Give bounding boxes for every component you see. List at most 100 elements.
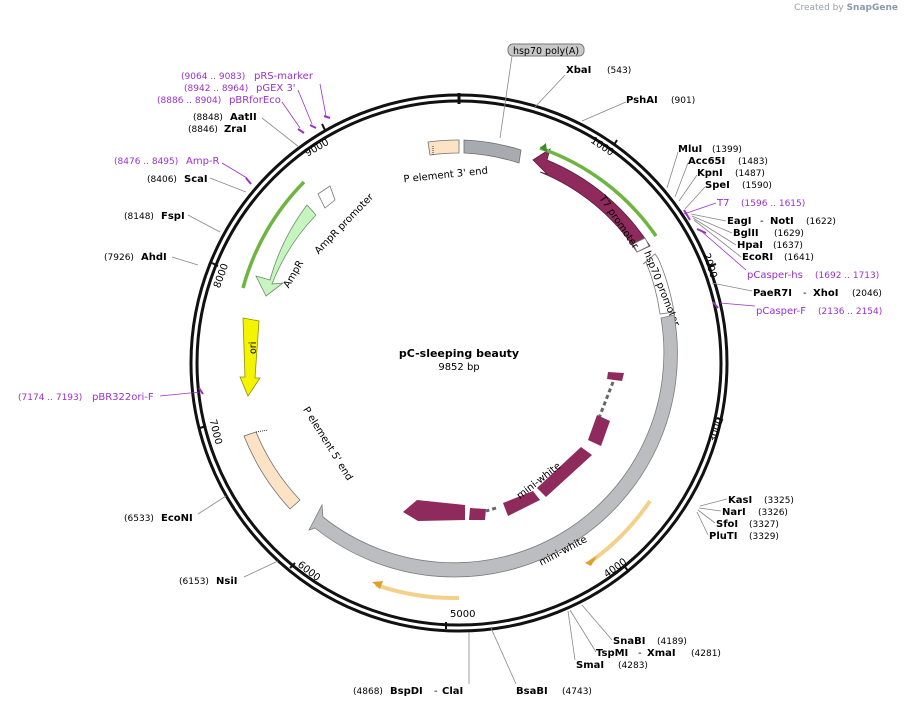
- site-nari[interactable]: NarI (3326): [698, 507, 788, 518]
- site-pos-zrai: (8846): [188, 125, 218, 135]
- site-pos-kasi: (3325): [764, 496, 794, 506]
- feature-orange-arc-2-head: [372, 581, 383, 589]
- feature-ampr-promoter-arrow[interactable]: [317, 185, 336, 209]
- site-name-ahdi: AhdI: [141, 252, 167, 263]
- primer-name-pcasper-hs: pCasper-hs: [747, 270, 803, 281]
- site-kasi[interactable]: KasI (3325): [699, 495, 794, 507]
- site-hpai[interactable]: HpaI (1637): [692, 217, 803, 251]
- tick-1000: 1000: [588, 135, 618, 159]
- site-name-spei: SpeI: [705, 180, 730, 191]
- site-ahdi[interactable]: (7926) AhdI: [104, 252, 199, 266]
- tick-label-3000: 3000: [708, 417, 726, 445]
- primer-prs-marker[interactable]: (9064 .. 9083) pRS-marker: [181, 71, 331, 119]
- site-smai[interactable]: SmaI (4283): [567, 610, 648, 671]
- site-pos-pluti: (3329): [749, 532, 779, 542]
- tick-4000: 4000: [602, 556, 630, 580]
- primer-t7[interactable]: T7 (1596 .. 1615): [683, 198, 805, 221]
- site-ecori[interactable]: EcoRI (1641): [693, 219, 814, 263]
- site-snabi[interactable]: SnaBI (4189): [581, 604, 687, 647]
- primer-range-t7: (1596 .. 1615): [741, 199, 805, 209]
- feature-hsp70-promoter-arrow[interactable]: [642, 253, 675, 315]
- site-pshai[interactable]: PshAI (901): [581, 95, 695, 122]
- site-name-ecori: EcoRI: [742, 252, 773, 263]
- primer-name-t7: T7: [716, 198, 729, 209]
- primer-name-pcasper-f: pCasper-F: [756, 306, 806, 317]
- site-name-nari: NarI: [722, 507, 746, 518]
- plasmid-name: pC-sleeping beauty: [399, 347, 519, 360]
- site-spei[interactable]: SpeI (1590): [684, 180, 772, 210]
- feature-ori-arrow[interactable]: [239, 317, 261, 397]
- primer-pcasper-hs[interactable]: pCasper-hs (1692 .. 1713): [696, 228, 879, 281]
- site-dash-bspdi: -: [434, 686, 438, 697]
- site-nsii[interactable]: (6153) NsiI: [179, 560, 279, 587]
- primer-name-pbrforeco: pBRforEco: [229, 95, 281, 106]
- site-pos-xbai: (543): [607, 66, 631, 76]
- primer-pbrforeco[interactable]: (8886 .. 8904) pBRforEco: [157, 95, 305, 134]
- primer-pgex-3[interactable]: (8942 .. 8964) pGEX 3': [184, 83, 317, 129]
- feature-sb100x-primer-head: [540, 143, 547, 152]
- feature-p-element-3-arc[interactable]: [427, 139, 460, 156]
- tick-6000: 6000: [289, 559, 322, 584]
- site-paer7i-xhoi[interactable]: PaeR7I - XhoI (2046): [711, 282, 882, 299]
- site-name-scai: ScaI: [184, 174, 208, 185]
- feature-mini-white-outer-arc[interactable]: [308, 314, 678, 578]
- site-name-smai: SmaI: [576, 660, 604, 671]
- site-name-bglii: BglII: [733, 228, 759, 239]
- primer-name-pgex-3: pGEX 3': [256, 83, 296, 94]
- credit-prefix: Created by: [794, 3, 844, 13]
- site-kpni[interactable]: KpnI (1487): [678, 168, 765, 202]
- site-bglii[interactable]: BglII (1629): [691, 215, 804, 239]
- site-econi[interactable]: (6533) EcoNI: [124, 495, 227, 524]
- site-bspdi-clai[interactable]: (4868) BspDI - ClaI: [353, 632, 470, 697]
- site-pos-fspi: (8148): [124, 212, 154, 222]
- site-name-sfoi: SfoI: [716, 519, 738, 530]
- site-sfoi[interactable]: SfoI (3327): [697, 509, 779, 530]
- site-zrai[interactable]: (8846) ZraI: [188, 117, 300, 148]
- site-pos-econi: (6533): [124, 514, 154, 524]
- feature-hsp70-polya-box[interactable]: hsp70 poly(A): [499, 43, 585, 139]
- site-name-noti: NotI: [770, 216, 794, 227]
- site-pluti[interactable]: PluTI (3329): [696, 511, 779, 542]
- feature-t7-promoter-arc[interactable]: [632, 237, 650, 253]
- site-eagi-noti[interactable]: EagI - NotI (1622): [690, 213, 836, 227]
- site-name-aatii: AatII: [230, 112, 257, 123]
- site-pos-sfoi: (3327): [749, 520, 779, 530]
- site-acc65i[interactable]: Acc65I (1483): [674, 156, 768, 198]
- feature-label-p-element-5: P element 5' end: [300, 405, 354, 483]
- feature-p-element-5-arc[interactable]: [243, 431, 301, 510]
- feature-hsp70-polya-arc[interactable]: [463, 139, 522, 164]
- primer-pbr322ori-f[interactable]: (7174 .. 7193) pBR322ori-F: [18, 387, 204, 403]
- feature-sb100x-arrow[interactable]: [532, 148, 651, 253]
- primer-amp-r[interactable]: (8476 .. 8495) Amp-R: [114, 156, 252, 185]
- site-pos-bglii: (1629): [774, 229, 804, 239]
- site-name-xbai: XbaI: [566, 65, 591, 76]
- site-fspi[interactable]: (8148) FspI: [124, 211, 221, 233]
- site-bsabi[interactable]: BsaBI (4743): [490, 627, 592, 697]
- feature-label-ori: ori: [248, 342, 259, 354]
- site-scai[interactable]: (8406) ScaI: [147, 174, 247, 193]
- site-dash-tspmi: -: [638, 648, 642, 659]
- primer-range-pcasper-f: (2136 .. 2154): [818, 307, 882, 317]
- site-pos-pshai: (901): [671, 96, 695, 106]
- feature-ampr-arrow[interactable]: [255, 204, 317, 297]
- site-pos-nari: (3326): [758, 508, 788, 518]
- primer-range-amp-r: (8476 .. 8495): [114, 157, 178, 167]
- site-name-econi: EcoNI: [161, 513, 193, 524]
- site-name-pshai: PshAI: [626, 95, 658, 106]
- primer-pcasper-f[interactable]: pCasper-F (2136 .. 2154): [712, 301, 882, 317]
- site-tspmi-xmai[interactable]: TspMI - XmaI (4281): [569, 609, 721, 659]
- primer-range-pcasper-hs: (1692 .. 1713): [815, 271, 879, 281]
- site-name-bspdi: BspDI: [390, 686, 423, 697]
- site-pos-ahdi: (7926): [104, 253, 134, 263]
- site-aatii[interactable]: (8848) AatII: [193, 112, 257, 123]
- primer-name-amp-r: Amp-R: [186, 156, 220, 167]
- primer-range-pgex-3: (8942 .. 8964): [184, 84, 248, 94]
- primer-name-pbr322ori-f: pBR322ori-F: [92, 392, 154, 403]
- feature-mini-white-inner[interactable]: mini-white: [403, 372, 624, 521]
- site-pos-nsii: (6153): [179, 577, 209, 587]
- feature-sb100x-primer: [539, 146, 658, 237]
- site-name-snabi: SnaBI: [613, 636, 645, 647]
- site-name-tspmi: TspMI: [596, 648, 628, 659]
- site-mlui[interactable]: MluI (1399): [666, 144, 742, 189]
- site-xbai[interactable]: XbaI (543): [534, 65, 631, 108]
